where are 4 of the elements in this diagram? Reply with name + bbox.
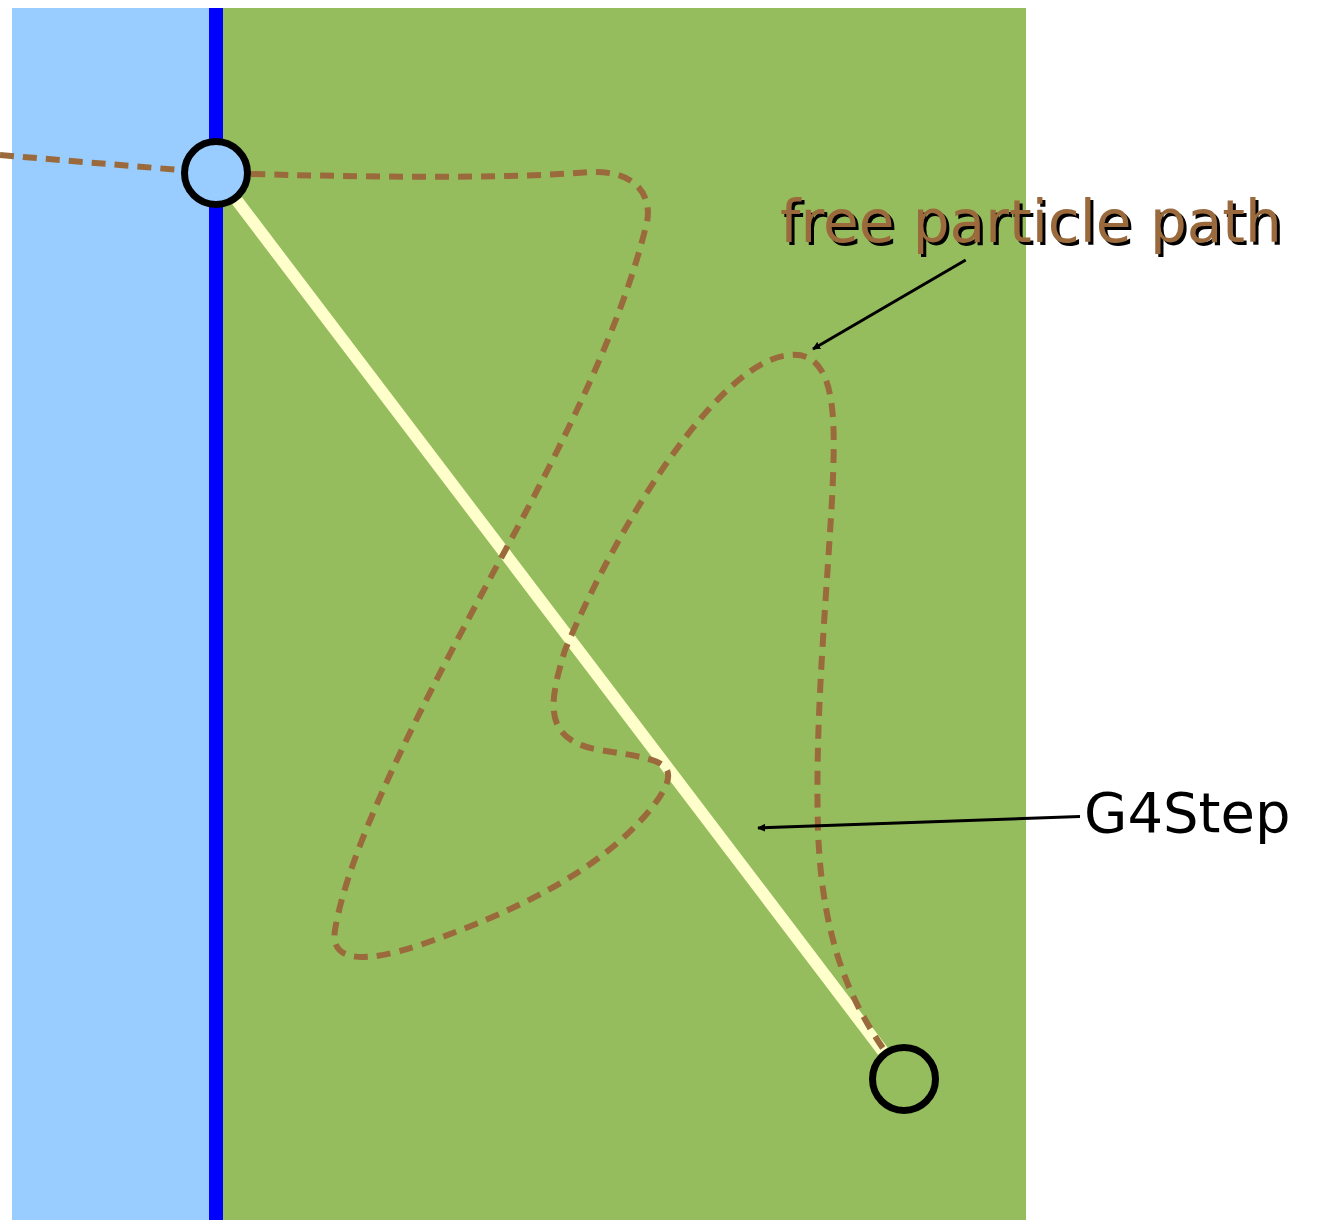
- step-point-circle: [869, 1044, 939, 1114]
- leader-line: [757, 814, 1081, 832]
- leader-line: [812, 258, 967, 351]
- step-label: G4Step: [1084, 780, 1291, 845]
